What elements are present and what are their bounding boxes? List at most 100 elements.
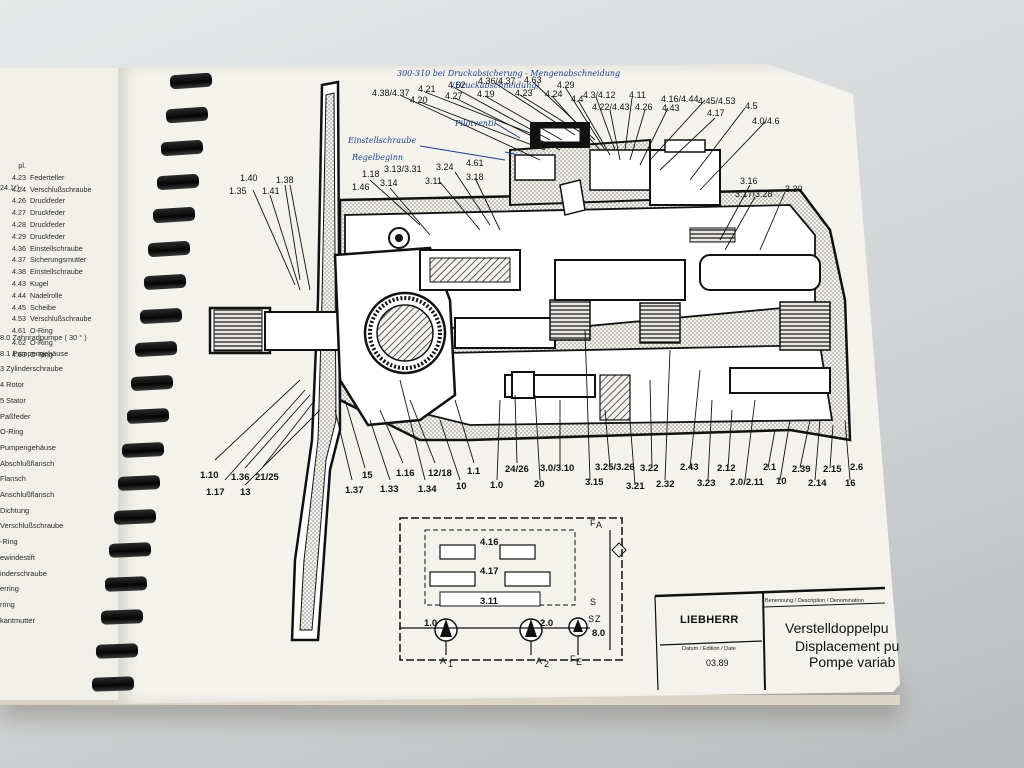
schematic-label-a2: A — [536, 656, 542, 666]
schematic-label-fe: F — [570, 654, 576, 664]
legend-code: 4.38 — [12, 267, 26, 277]
callout-label: 1.0 — [490, 480, 503, 491]
leader-lines — [214, 81, 851, 486]
callout-label: 3.25/3.26 — [595, 462, 635, 473]
schematic-label-3-11: 3.11 — [480, 596, 499, 607]
callouts-mid: 1.181.463.13/3.313.143.243.114.613.181.4… — [229, 158, 803, 199]
callout-label: 4.23 — [515, 88, 533, 98]
callout-label: 3.15 — [585, 477, 604, 488]
cylinder-block-2 — [689, 227, 831, 394]
legend-row: 4.23 Federteller — [0, 172, 110, 184]
callout-label: 1.46 — [352, 182, 370, 192]
callout-label: 4.4 — [571, 94, 584, 104]
callout-label: 2.6 — [850, 462, 863, 473]
legend-text: Federteller — [30, 172, 65, 182]
callout-label: 1.40 — [240, 173, 258, 183]
binding-coil — [96, 642, 139, 659]
callout-label: 1.36 — [231, 472, 250, 483]
callout-label: 1.41 — [262, 186, 280, 196]
callout-label: 4.61 — [466, 158, 484, 168]
callout-label: 4.16/4.44 — [661, 94, 699, 104]
legend-code: 4.53 — [12, 314, 26, 324]
schematic-label-8-0: 8.0 — [592, 628, 605, 639]
legend-row: Pumpengehäuse — [0, 442, 56, 452]
callout-label: 4.20 — [410, 95, 428, 105]
callout-label: 4.36/4.37 — [478, 76, 516, 86]
schematic-label-s1: S — [590, 597, 596, 607]
callout-label: 2.43 — [680, 462, 699, 473]
schematic-sub-2: 2 — [544, 659, 549, 669]
legend-code: 4.23 — [12, 172, 26, 182]
binding-coil — [122, 441, 165, 458]
legend-row: Dichtung — [0, 505, 30, 515]
callout-label: 1.34 — [418, 484, 437, 495]
callout-label: 4.38/4.37 — [372, 88, 410, 98]
legend-row: erring — [0, 584, 19, 594]
callout-label: 4.62 — [448, 80, 466, 90]
binding-coil — [169, 72, 213, 90]
binding-coil — [134, 340, 178, 358]
callout-label: 1.18 — [362, 169, 380, 179]
binding-coil — [152, 206, 196, 224]
callout-label: 2.1 — [763, 462, 777, 473]
callout-label: 4.63 — [524, 75, 542, 85]
callout-label: 4.0/4.6 — [752, 116, 780, 126]
binding-coil — [156, 173, 200, 190]
legend-code: 4.28 — [12, 219, 26, 229]
shaft-spline — [213, 309, 263, 352]
legend-text: O-Ring — [30, 326, 53, 336]
legend-code: 4.61 — [12, 326, 26, 336]
legend-code: 4.36 — [12, 243, 26, 253]
callout-label: 4.26 — [635, 102, 653, 112]
callout-label: 4.43 — [662, 103, 680, 113]
callout-label: 1.1 — [467, 466, 481, 477]
callout-label: 1.10 — [200, 470, 219, 481]
binding-coil — [147, 240, 191, 257]
note-pilot-valve: Pilotventil — [454, 119, 497, 128]
swashplate-bearing — [333, 227, 457, 427]
legend-row: 8.0 Zahnradpumpe ( 30 ° ) — [0, 333, 87, 342]
legend-code: 4.27 — [12, 208, 26, 218]
legend-row: Anschlußflansch — [0, 490, 55, 500]
callout-label: 2.15 — [823, 464, 842, 475]
title-block-frame — [654, 586, 886, 691]
legend-text: Druckfeder — [30, 208, 66, 218]
legend-row: inderschraube — [0, 568, 47, 578]
legend-text: Druckfeder — [30, 219, 66, 229]
callout-label: 1.17 — [206, 487, 225, 498]
legend-text: Einstellschraube — [30, 267, 83, 277]
callout-label: 3.11 — [425, 176, 442, 186]
legend-row: Paßfeder — [0, 411, 31, 421]
legend-row: 4.38 Einstellschraube — [0, 266, 110, 278]
legend-text: Nadelrolle — [30, 290, 63, 300]
callout-label: 24/26 — [505, 464, 529, 475]
denomination-label: Benennung / Description / Denomination — [765, 598, 864, 604]
callout-label: 16 — [845, 478, 856, 489]
legend-row: ewindestift — [0, 552, 35, 562]
callout-label: 2.14 — [808, 478, 827, 489]
callout-label: 13 — [240, 487, 251, 498]
schematic-label-s2: S — [588, 614, 594, 624]
binding-coil — [130, 374, 174, 391]
spiral-binding — [88, 70, 213, 692]
binding-coil — [100, 609, 143, 625]
callout-label: 4.29 — [557, 80, 575, 90]
legend-text: Einstellschraube — [30, 243, 83, 253]
legend-text: Sicherungsmutter — [30, 255, 87, 265]
legend-text: Kugel — [30, 278, 49, 288]
callout-label: 1.16 — [396, 468, 415, 479]
callout-label: 2.32 — [656, 479, 675, 490]
legend-code: 4.24 — [12, 184, 26, 194]
legend-text: O-Ring — [30, 349, 53, 359]
callout-label: 3.16 — [740, 176, 758, 186]
binding-coil — [117, 475, 161, 491]
legend-row: -Ring — [0, 537, 18, 547]
legend-row: rring — [0, 599, 15, 609]
